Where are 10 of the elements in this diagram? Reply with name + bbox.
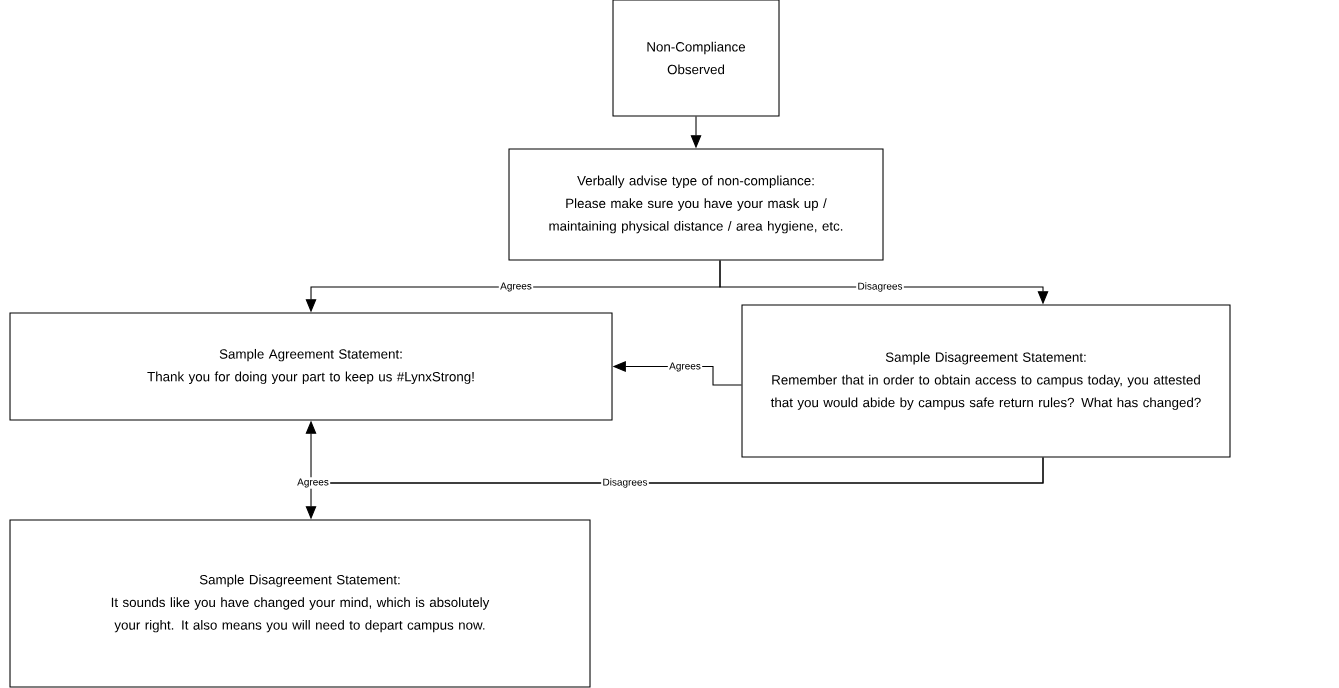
process-box: Verbally advise type of non-compliance: Please make sure you have your mask up / maintaining physical distance / area hygiene, etc.	[508, 148, 884, 261]
process-box: Sample Disagreement Statement: Remember that in order to obtain access to campus today, you attested that you would abide by campus safe return rules? What has changed?	[741, 304, 1231, 458]
edge-label: Disagrees	[856, 281, 904, 293]
edge-label: Agrees	[295, 477, 331, 489]
edge-label: Agrees	[667, 361, 703, 373]
process-box: Non-Compliance Observed	[612, 0, 780, 117]
edge-label: Disagrees	[601, 477, 649, 489]
process-box: Sample Disagreement Statement: It sounds like you have changed your mind, which is absolutely your right. It also means you will need to depart campus now.	[9, 519, 591, 688]
process-box: Sample Agreement Statement: Thank you for doing your part to keep us #LynxStrong!	[9, 312, 613, 421]
edge-label: Agrees	[498, 281, 534, 293]
